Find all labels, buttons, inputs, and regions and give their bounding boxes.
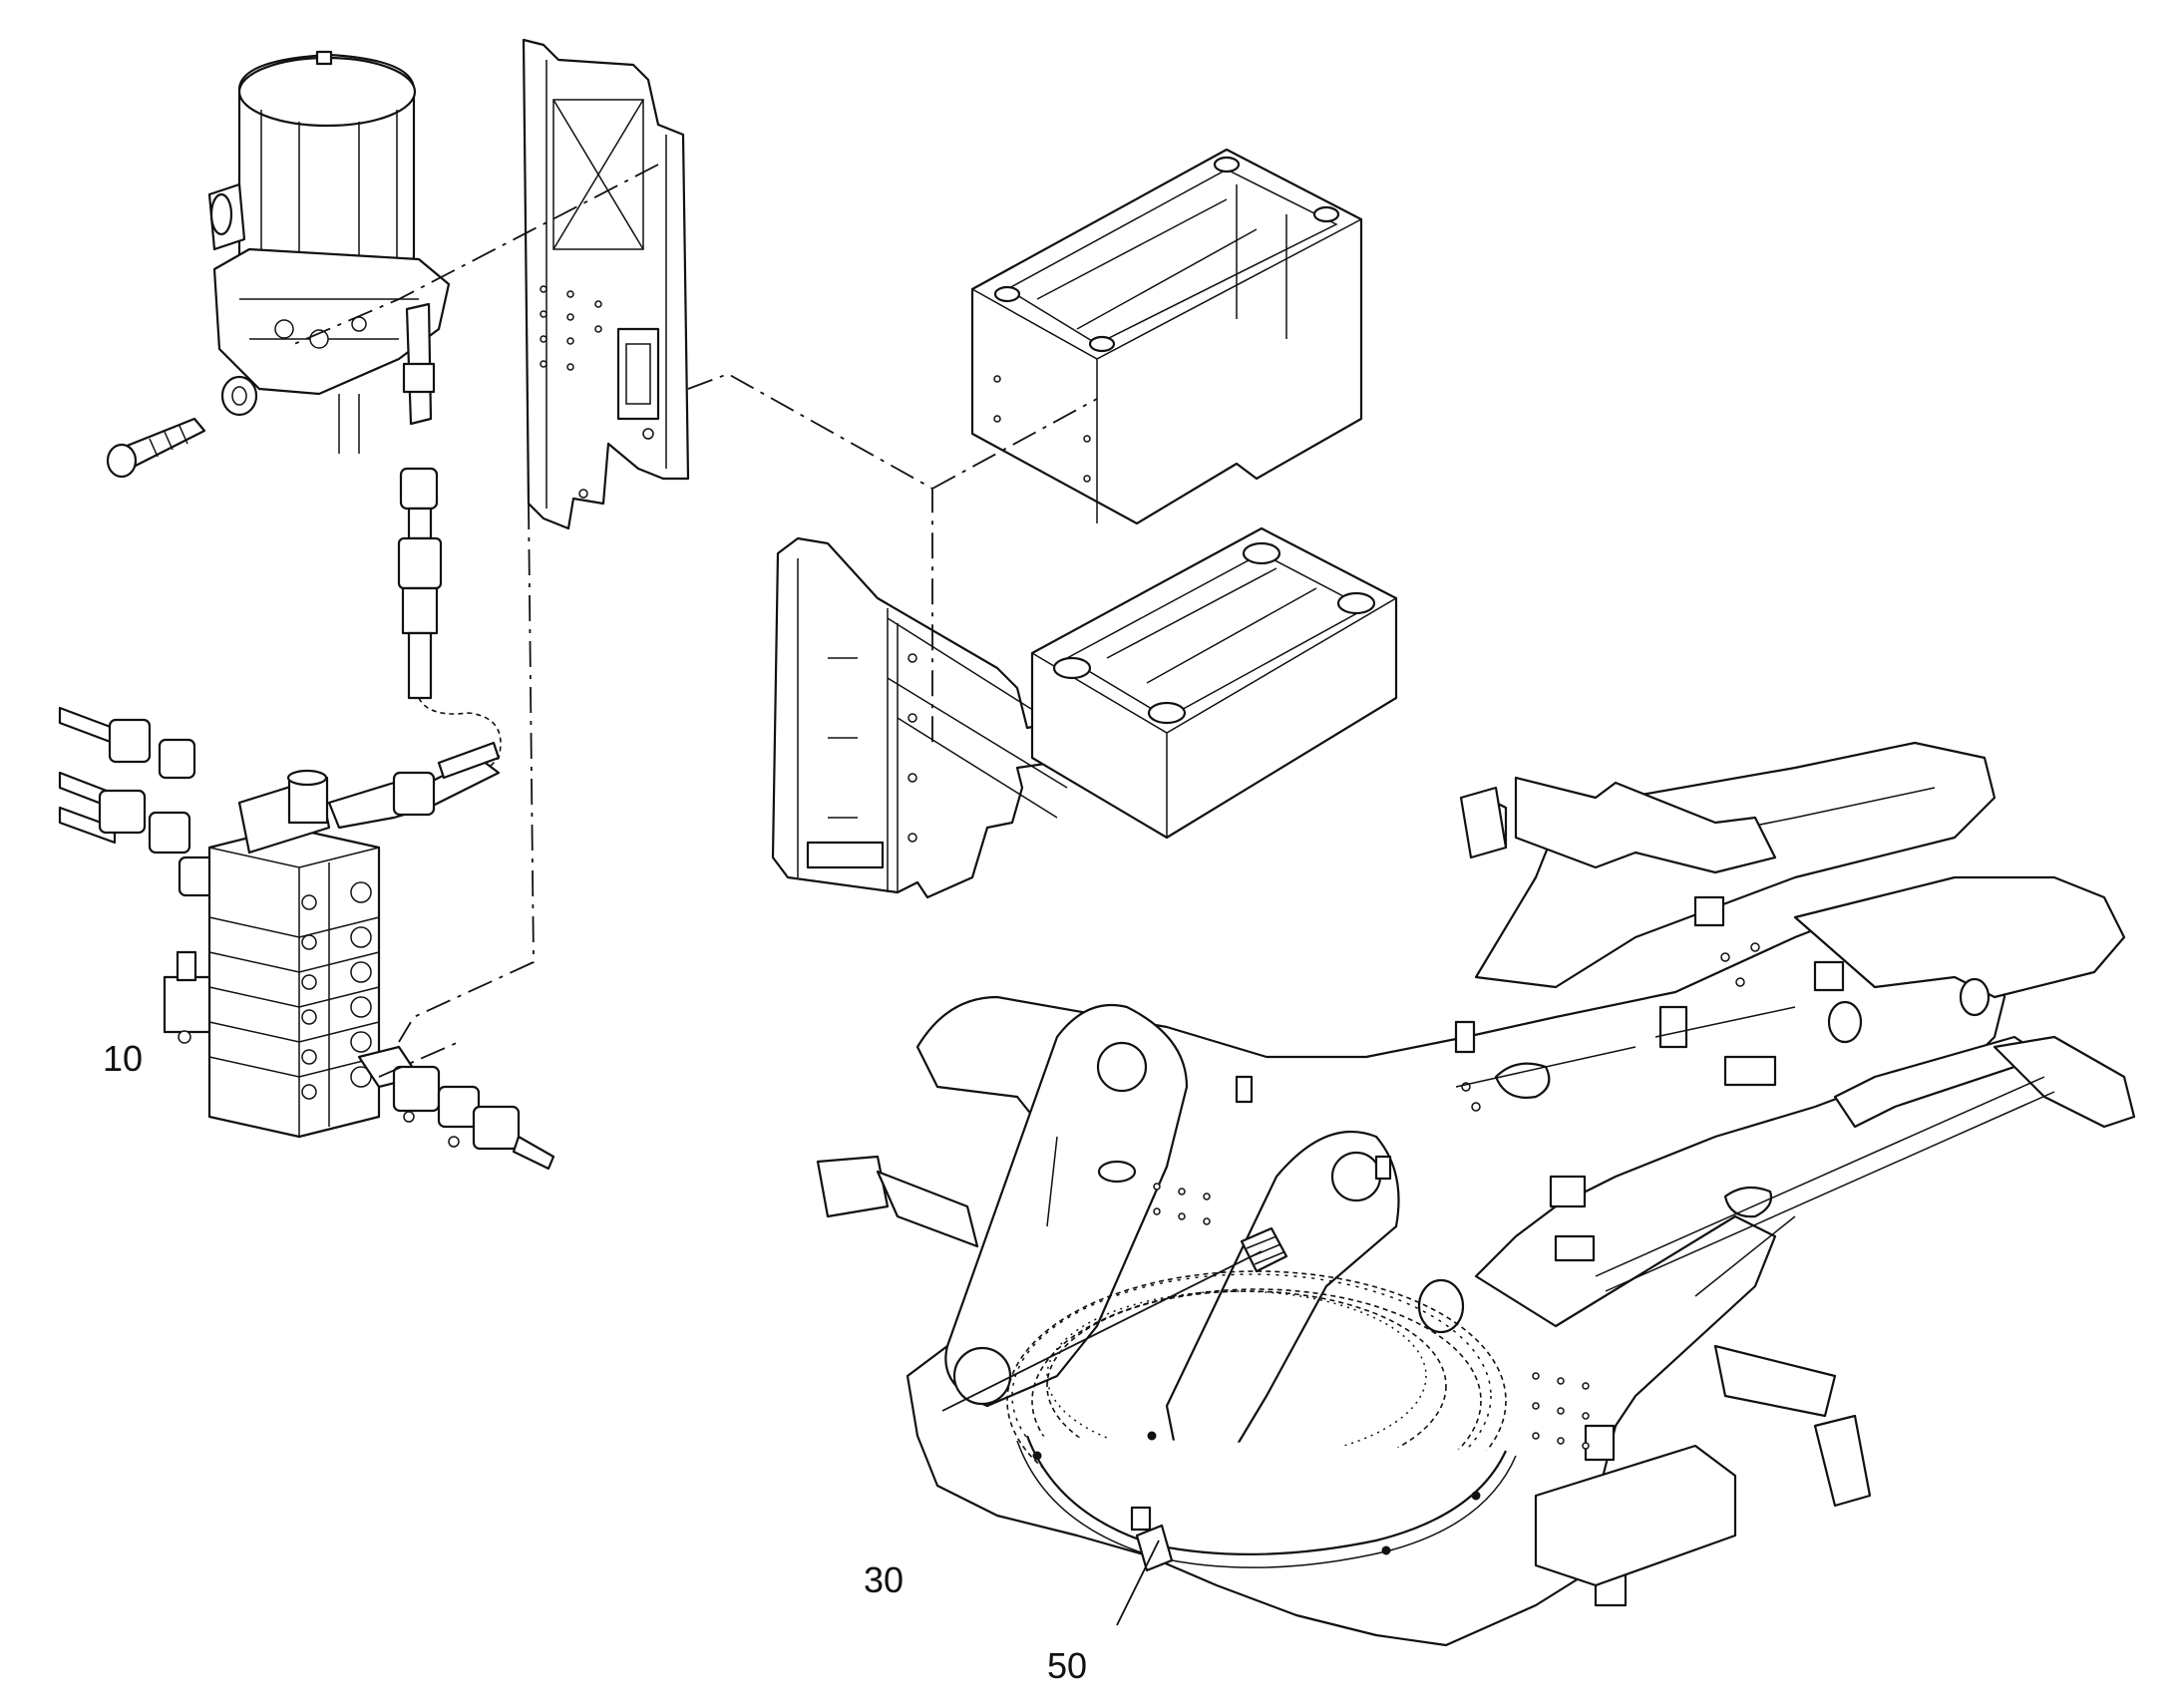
pump-hose <box>397 467 502 789</box>
callout-label-10: 10 <box>103 1038 143 1079</box>
counterweight-box <box>771 536 1089 899</box>
storage-box <box>970 148 1363 525</box>
callout-label-50: 50 <box>1047 1645 1087 1686</box>
callout-50: 50 <box>1047 1539 1160 1686</box>
upper-frame <box>816 741 2136 1647</box>
battery-box <box>1030 526 1398 840</box>
plate-holes <box>540 285 602 371</box>
callout-10: 10 <box>103 1038 143 1079</box>
lubrication-pump <box>106 50 451 479</box>
assembly-centerlines <box>293 164 1098 1078</box>
frame-bolt-pattern <box>1153 942 1760 1450</box>
mounting-plate <box>522 38 690 530</box>
distributor-block <box>58 706 555 1171</box>
callout-label-30: 30 <box>864 1559 904 1600</box>
callout-30: 30 <box>864 1250 1263 1600</box>
